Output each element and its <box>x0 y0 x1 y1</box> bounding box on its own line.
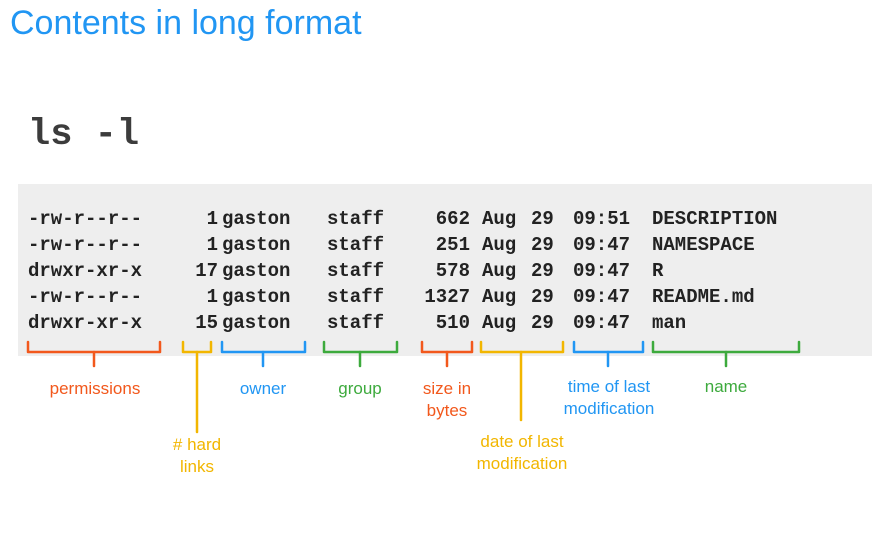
permissions-label: permissions <box>49 379 141 398</box>
time-cell: 09:47 <box>573 312 631 334</box>
hard-links-cell: 1 <box>206 286 218 308</box>
owner-bracket <box>220 340 307 368</box>
permissions-bracket <box>26 340 162 368</box>
date-label-line2: modification <box>476 454 568 473</box>
permissions-cell: -rw-r--r-- <box>28 208 143 230</box>
month-cell: Aug <box>482 312 517 334</box>
size-label-line2: bytes <box>426 401 468 420</box>
owner-cell: gaston <box>222 286 291 308</box>
name-cell: NAMESPACE <box>652 234 755 256</box>
listing-row: -rw-r--r-- 1 gaston staff 1327 Aug 29 09… <box>28 286 755 312</box>
listing-row: drwxr-xr-x 15 gaston staff 510 Aug 29 09… <box>28 312 686 338</box>
owner-cell: gaston <box>222 234 291 256</box>
name-cell: DESCRIPTION <box>652 208 778 230</box>
bracket-overlay <box>26 340 801 434</box>
listing-row: -rw-r--r-- 1 gaston staff 251 Aug 29 09:… <box>28 234 755 260</box>
hard-links-cell: 1 <box>206 234 218 256</box>
group-cell: staff <box>327 286 385 308</box>
size-cell: 578 <box>435 260 470 282</box>
permissions-cell: drwxr-xr-x <box>28 260 143 282</box>
name-bracket <box>651 340 801 368</box>
time-cell: 09:51 <box>573 208 631 230</box>
owner-cell: gaston <box>222 208 291 230</box>
size-cell: 510 <box>435 312 470 334</box>
hard-links-label-line2: links <box>179 457 214 476</box>
hard-links-label-line1: # hard <box>172 435 222 454</box>
permissions-cell: drwxr-xr-x <box>28 312 143 334</box>
month-cell: Aug <box>482 208 517 230</box>
time-label-line2: modification <box>563 399 655 418</box>
time-bracket <box>572 340 645 368</box>
owner-cell: gaston <box>222 260 291 282</box>
hard-links-cell: 17 <box>195 260 218 282</box>
name-cell: man <box>652 312 687 334</box>
name-cell: README.md <box>652 286 755 308</box>
permissions-cell: -rw-r--r-- <box>28 234 143 256</box>
hard-links-cell: 1 <box>206 208 218 230</box>
size-label: size in bytes <box>408 378 486 422</box>
listing-row: drwxr-xr-x 17 gaston staff 578 Aug 29 09… <box>28 260 663 286</box>
time-label: time of last modification <box>546 376 672 420</box>
group-cell: staff <box>327 312 385 334</box>
size-cell: 662 <box>435 208 470 230</box>
command-text: ls -l <box>28 114 140 156</box>
owner-label: owner <box>239 379 287 398</box>
date-label-line1: date of last <box>480 432 564 451</box>
hard-links-cell: 15 <box>195 312 218 334</box>
listing-panel: -rw-r--r-- 1 gaston staff 662 Aug 29 09:… <box>18 184 872 356</box>
time-label-line1: time of last <box>567 377 651 396</box>
month-cell: Aug <box>482 234 517 256</box>
size-label-line1: size in <box>422 379 472 398</box>
time-cell: 09:47 <box>573 234 631 256</box>
date-bracket <box>479 340 565 422</box>
group-bracket <box>322 340 399 368</box>
listing-row: -rw-r--r-- 1 gaston staff 662 Aug 29 09:… <box>28 208 777 234</box>
time-cell: 09:47 <box>573 260 631 282</box>
owner-cell: gaston <box>222 312 291 334</box>
day-cell: 29 <box>531 286 554 308</box>
page-title: Contents in long format <box>10 4 362 42</box>
name-cell: R <box>652 260 664 282</box>
month-cell: Aug <box>482 286 517 308</box>
hard-links-bracket <box>181 340 213 434</box>
time-cell: 09:47 <box>573 286 631 308</box>
group-label: group <box>338 379 382 398</box>
hard-links-label: # hard links <box>160 434 234 478</box>
day-cell: 29 <box>531 312 554 334</box>
size-bracket <box>420 340 474 368</box>
group-cell: staff <box>327 234 385 256</box>
size-cell: 251 <box>435 234 470 256</box>
day-cell: 29 <box>531 234 554 256</box>
day-cell: 29 <box>531 208 554 230</box>
day-cell: 29 <box>531 260 554 282</box>
permissions-cell: -rw-r--r-- <box>28 286 143 308</box>
group-cell: staff <box>327 260 385 282</box>
size-cell: 1327 <box>424 286 470 308</box>
name-label: name <box>704 377 748 396</box>
date-label: date of last modification <box>456 431 588 475</box>
group-cell: staff <box>327 208 385 230</box>
month-cell: Aug <box>482 260 517 282</box>
